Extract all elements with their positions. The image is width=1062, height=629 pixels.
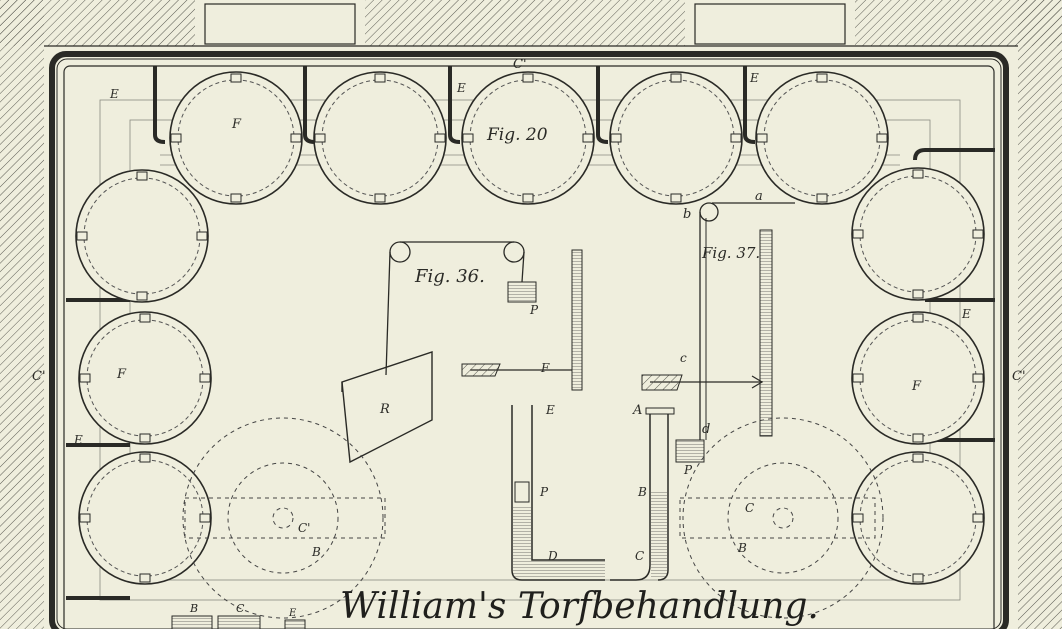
label-C: C — [635, 549, 644, 563]
legend-swatches — [171, 615, 306, 629]
scale-fig36 — [571, 249, 583, 391]
label-B: B — [189, 602, 198, 615]
label-E: E — [545, 403, 555, 417]
retort — [461, 71, 595, 205]
fig20-label: Fig. 20 — [486, 125, 548, 145]
fig37-label: Fig. 37. — [701, 244, 760, 262]
label-P: P — [529, 303, 539, 317]
label-P: P — [539, 485, 549, 499]
retort — [755, 71, 889, 205]
label-D: D — [547, 549, 558, 563]
retort-group — [75, 71, 985, 585]
retort — [78, 311, 212, 445]
retort — [313, 71, 447, 205]
weight-p — [507, 281, 537, 303]
label-Cprime: C' — [513, 57, 527, 72]
piston-p — [514, 481, 530, 503]
retort — [169, 71, 303, 205]
retort — [609, 71, 743, 205]
weight-p2 — [675, 439, 705, 463]
label-E: E — [456, 81, 466, 95]
label-d: d — [702, 422, 710, 437]
label-Cprime: C' — [1012, 369, 1026, 384]
chimney-stubs — [204, 3, 846, 45]
hanger-pipes — [66, 66, 995, 600]
label-E: E — [288, 608, 297, 619]
label-E: E — [73, 433, 83, 447]
label-C: C — [745, 501, 754, 515]
label-F: F — [231, 117, 242, 132]
label-C: C — [236, 602, 245, 615]
label-b: b — [683, 207, 691, 222]
retort — [851, 311, 985, 445]
label-E: E — [109, 87, 119, 101]
label-B: B — [737, 541, 747, 555]
float-r — [341, 351, 433, 464]
retort — [851, 167, 985, 301]
label-E: E — [749, 71, 759, 85]
plate-title: William's Torfbehandlung. — [340, 586, 819, 627]
scale-fig37 — [759, 229, 773, 437]
fig37-apparatus — [641, 202, 795, 463]
pipe-loop — [49, 51, 1009, 629]
label-Cprime: C' — [32, 369, 46, 384]
label-a: a — [755, 189, 763, 204]
label-F: F — [911, 379, 922, 394]
label-A: A — [632, 403, 642, 418]
label-c: c — [680, 351, 687, 365]
dashed-wheels — [182, 417, 884, 619]
label-B: B — [637, 485, 647, 499]
label-Cprime: C' — [298, 521, 310, 535]
label-B: B — [311, 545, 321, 559]
retort — [75, 169, 209, 303]
label-F: F — [540, 361, 550, 375]
label-F: F — [116, 367, 127, 382]
label-R: R — [379, 402, 390, 417]
fig36-label: Fig. 36. — [414, 266, 485, 287]
retort — [78, 451, 212, 585]
fig36-apparatus — [341, 241, 675, 581]
retort — [851, 451, 985, 585]
label-P: P — [683, 463, 693, 477]
label-E: E — [961, 307, 971, 321]
